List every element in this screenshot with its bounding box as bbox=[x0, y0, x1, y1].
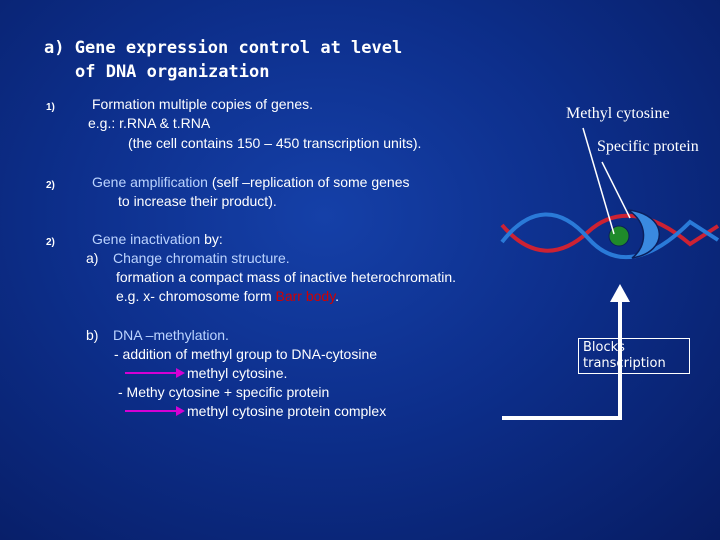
item-3b-text: DNA –methylation. bbox=[113, 327, 229, 343]
item-2-line1-rest: (self –replication of some genes bbox=[207, 174, 410, 190]
methyl-cytosine-label: Methyl cytosine bbox=[566, 105, 670, 122]
item-2-number: 2) bbox=[46, 180, 55, 191]
item-3b-line4: - Methy cytosine + specific protein bbox=[118, 384, 330, 400]
item-1-line2: e.g.: r.RNA & t.RNA bbox=[88, 115, 211, 131]
item-3b-line3: methyl cytosine. bbox=[187, 365, 288, 381]
methyl-cytosine-circle bbox=[608, 225, 630, 247]
item-2-line1: Gene amplification (self –replication of… bbox=[92, 173, 410, 192]
slide-title-line1: a) Gene expression control at level bbox=[44, 38, 403, 58]
item-3-number: 2) bbox=[46, 237, 55, 248]
specific-protein-label: Specific protein bbox=[597, 138, 699, 155]
item-3-line1-rest: by: bbox=[200, 231, 223, 247]
item-3b-line5: methyl cytosine protein complex bbox=[187, 403, 387, 419]
item-1-line1: Formation multiple copies of genes. bbox=[92, 96, 313, 112]
item-3-line1: Gene inactivation by: bbox=[92, 230, 223, 249]
dna-strand-red bbox=[500, 213, 720, 253]
item-3a-line3-prefix: e.g. x- chromosome form bbox=[116, 288, 276, 304]
blocks-transcription-arrow bbox=[502, 284, 630, 420]
specific-protein-pointer bbox=[601, 161, 631, 219]
item-3b-label: b) bbox=[86, 327, 99, 343]
item-3a-label: a) bbox=[86, 250, 99, 266]
item-3a-text: Change chromatin structure. bbox=[113, 250, 290, 266]
item-3a-line3: e.g. x- chromosome form Barr body. bbox=[116, 287, 339, 306]
dna-strand-blue bbox=[500, 212, 720, 260]
barr-body-text: Barr body bbox=[275, 288, 336, 304]
specific-protein-shape bbox=[627, 209, 660, 259]
item-2-line2: to increase their product). bbox=[118, 193, 277, 209]
arrow-to-methyl-cytosine bbox=[125, 368, 185, 378]
item-3-term: Gene inactivation bbox=[92, 231, 201, 247]
item-2-term: Gene amplification bbox=[92, 174, 208, 190]
item-3b-line2: - addition of methyl group to DNA-cytosi… bbox=[114, 346, 378, 362]
item-3a-line3-suffix: . bbox=[335, 288, 340, 304]
methyl-cytosine-pointer bbox=[582, 127, 615, 235]
item-3a-line2: formation a compact mass of inactive het… bbox=[116, 269, 457, 285]
item-1-line3: (the cell contains 150 – 450 transcripti… bbox=[128, 135, 422, 151]
item-1-number: 1) bbox=[46, 102, 55, 113]
blocks-transcription-box: Blocks transcription bbox=[578, 338, 690, 374]
slide-title-line2: of DNA organization bbox=[75, 62, 270, 82]
arrow-to-protein-complex bbox=[125, 406, 185, 416]
